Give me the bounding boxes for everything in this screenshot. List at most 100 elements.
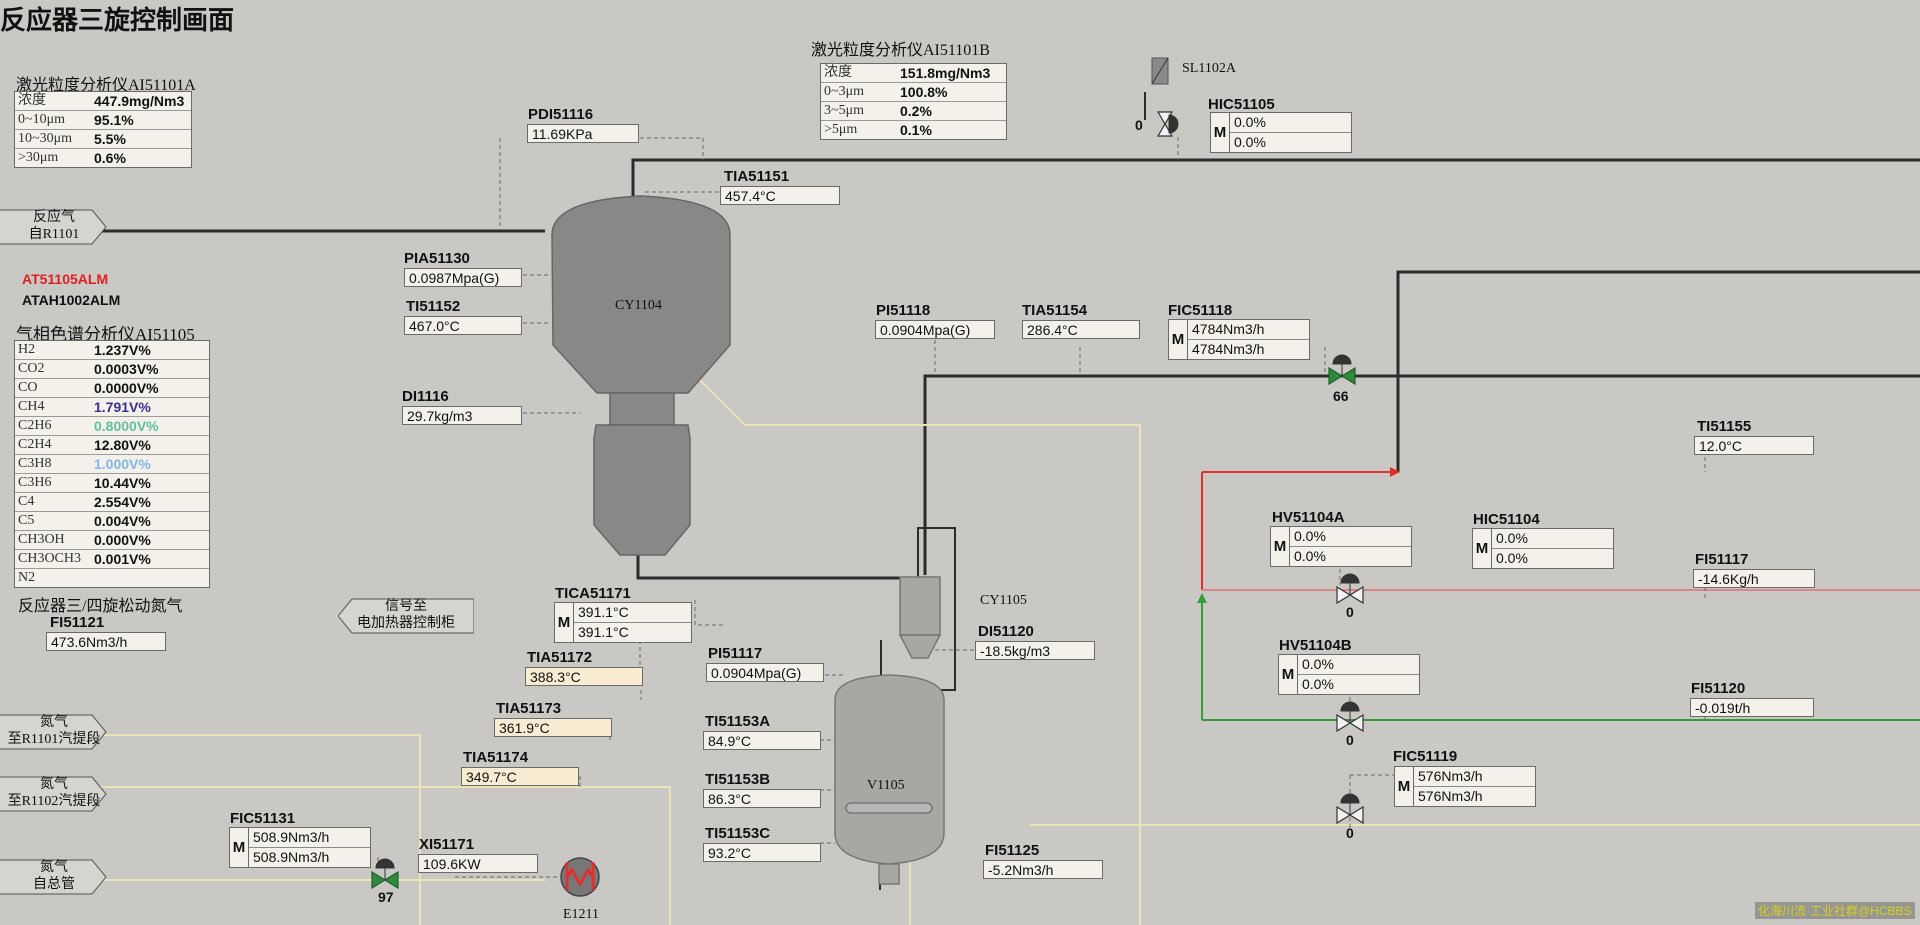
gc-value[interactable]: 12.80V% — [94, 437, 151, 453]
di51120-value[interactable]: -18.5kg/m3 — [975, 641, 1095, 660]
hv51104b-faceplate[interactable]: M 0.0%0.0% — [1278, 654, 1420, 695]
ti51155-value[interactable]: 12.0°C — [1694, 436, 1814, 455]
alarm-atah1002[interactable]: ATAH1002ALM — [22, 292, 121, 308]
hic51105-faceplate[interactable]: M 0.0%0.0% — [1210, 112, 1352, 153]
right-header-pipe — [1396, 270, 1920, 472]
dipleg-pipe — [636, 545, 900, 580]
tia51151-value[interactable]: 457.4°C — [720, 186, 840, 205]
gc-value[interactable]: 0.8000V% — [94, 418, 159, 434]
analyzer-a-title: 激光粒度分析仪AI51101A — [16, 77, 196, 94]
fi51121-value[interactable]: 473.6Nm3/h — [46, 632, 166, 651]
pia51130-label: PIA51130 — [404, 250, 470, 267]
tia51154-value[interactable]: 286.4°C — [1022, 320, 1140, 339]
pia51130-value[interactable]: 0.0987Mpa(G) — [404, 268, 522, 287]
alarm-at51105[interactable]: AT51105ALM — [22, 271, 109, 287]
di1116-label: DI1116 — [402, 388, 449, 405]
equipment-sl1102a: SL1102A — [1182, 61, 1236, 76]
ti51153a-value[interactable]: 84.9°C — [703, 731, 821, 750]
fi51120-label: FI51120 — [1691, 680, 1746, 697]
fi51120-value[interactable]: -0.019t/h — [1690, 698, 1814, 717]
fi51121-label: FI51121 — [50, 614, 105, 631]
hic51104-faceplate[interactable]: M 0.0%0.0% — [1472, 528, 1614, 569]
tia51173-value[interactable]: 361.9°C — [494, 718, 612, 737]
gc-component: CH3OCH3 — [18, 551, 82, 566]
fi51117-value[interactable]: -14.6Kg/h — [1693, 569, 1815, 588]
valve-fic51119-output: 0 — [1346, 825, 1354, 841]
valve-fic51118[interactable] — [1328, 354, 1356, 386]
valve-hv51104b[interactable] — [1336, 701, 1364, 733]
table-row: CH3OCH3 0.001V% — [15, 550, 209, 569]
hv51104a-faceplate[interactable]: M 0.0%0.0% — [1270, 526, 1412, 567]
hic51104-label: HIC51104 — [1473, 511, 1540, 528]
tag-signal-heater-cabinet[interactable]: 信号至电加热器控制柜 — [338, 598, 474, 634]
ti51155-label: TI51155 — [1697, 418, 1752, 435]
valve-hic51105-output: 0 — [1135, 117, 1143, 133]
valve-hv51104b-output: 0 — [1346, 732, 1354, 748]
tia51174-value[interactable]: 349.7°C — [461, 767, 579, 786]
tia51172-value[interactable]: 388.3°C — [525, 667, 643, 686]
top-outlet-pipe — [631, 158, 1920, 198]
equipment-cy1104: CY1104 — [615, 298, 662, 313]
pdi51116-value[interactable]: 11.69KPa — [527, 124, 639, 143]
ti51152-value[interactable]: 467.0°C — [404, 316, 522, 335]
valve-hic51105[interactable] — [1156, 111, 1179, 137]
di51120-label: DI51120 — [978, 623, 1034, 640]
ti51153b-value[interactable]: 86.3°C — [703, 789, 821, 808]
gc-value[interactable]: 0.001V% — [94, 551, 151, 567]
gc-component: H2 — [18, 342, 36, 357]
gc-value[interactable]: 0.000V% — [94, 532, 151, 548]
table-row: C5 0.004V% — [15, 512, 209, 531]
table-row: CO2 0.0003V% — [15, 360, 209, 379]
tag-feed-from-r1101[interactable]: 反应气自R1101 — [0, 209, 108, 245]
heater-e1211[interactable] — [560, 857, 600, 897]
ti51153c-value[interactable]: 93.2°C — [703, 843, 821, 862]
xi51171-value[interactable]: 109.6KW — [418, 854, 538, 873]
valve-fic51131[interactable] — [371, 858, 399, 890]
gc-component: CO2 — [18, 361, 45, 376]
mid-pipe — [923, 374, 1920, 575]
table-row: N2 — [15, 569, 209, 587]
gc-value[interactable]: 0.0000V% — [94, 380, 159, 396]
gc-value[interactable]: 1.000V% — [94, 456, 151, 472]
gc-value[interactable]: 0.0003V% — [94, 361, 159, 377]
tia51174-label: TIA51174 — [463, 749, 529, 766]
valve-hv51104a[interactable] — [1336, 573, 1364, 605]
gc-component: C5 — [18, 513, 35, 528]
tag-n2-from-header[interactable]: 氮气自总管 — [0, 859, 108, 895]
fi51125-value[interactable]: -5.2Nm3/h — [983, 860, 1103, 879]
gc-value[interactable] — [90, 569, 209, 587]
watermark: 化海川流·工业社群@HCBBS — [1755, 902, 1915, 919]
gc-value[interactable]: 10.44V% — [94, 475, 151, 491]
pi51118-value[interactable]: 0.0904Mpa(G) — [875, 320, 995, 339]
tag-n2-to-r1101[interactable]: 氮气至R1101汽提段 — [0, 714, 108, 750]
tag-n2-to-r1102[interactable]: 氮气至R1102汽提段 — [0, 776, 108, 812]
di1116-value[interactable]: 29.7kg/m3 — [402, 406, 522, 425]
analyzer-b-title: 激光粒度分析仪AI51101B — [811, 42, 990, 59]
gc-value[interactable]: 2.554V% — [94, 494, 151, 510]
gc-value[interactable]: 1.791V% — [94, 399, 151, 415]
gc-component: CH3OH — [18, 532, 65, 547]
gc-value[interactable]: 1.237V% — [94, 342, 151, 358]
tia51172-label: TIA51172 — [527, 649, 593, 666]
gc-value[interactable]: 0.004V% — [94, 513, 151, 529]
pi51117-value[interactable]: 0.0904Mpa(G) — [706, 663, 824, 682]
ti51153c-label: TI51153C — [705, 825, 771, 842]
valve-fic51119[interactable] — [1336, 793, 1364, 825]
